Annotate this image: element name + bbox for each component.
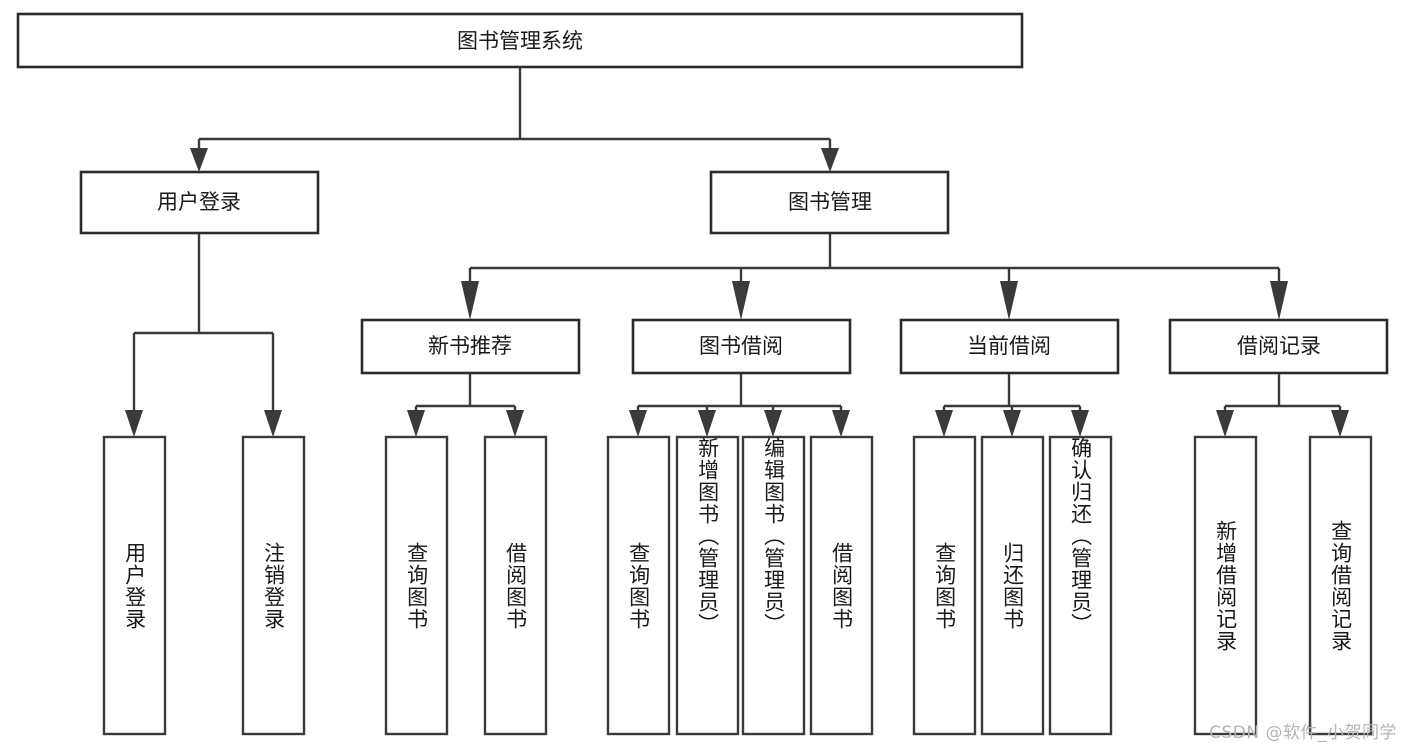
node-leaf-user-login-box[interactable] <box>102 435 167 736</box>
node-leaf-confirm-return-box[interactable] <box>1048 435 1113 736</box>
node-new-book-rec[interactable]: 新书推荐 <box>360 318 581 375</box>
node-root-label: 图书管理系统 <box>457 29 583 53</box>
node-user-login-label: 用户登录 <box>157 190 241 214</box>
node-root-box[interactable] <box>16 12 1024 69</box>
node-book-borrow-label: 图书借阅 <box>699 334 783 358</box>
arrow-head-leaf-edit-book <box>764 410 782 437</box>
arrow-head-leaf-query-book-b <box>629 410 647 437</box>
node-user-login[interactable]: 用户登录 <box>79 170 320 235</box>
arrow-head-leaf-logout <box>264 410 282 437</box>
node-new-book-rec-label: 新书推荐 <box>428 334 512 358</box>
node-current-borrow-label: 当前借阅 <box>967 334 1051 358</box>
node-user-login-box[interactable] <box>79 170 320 235</box>
node-borrow-record-label: 借阅记录 <box>1237 334 1321 358</box>
arrow-head-leaf-borrow-book-b <box>832 410 850 437</box>
arrow-head-new-book-rec <box>461 281 479 320</box>
node-book-manage-label: 图书管理 <box>788 190 872 214</box>
arrow-head-borrow-record <box>1270 281 1288 320</box>
arrow-head-leaf-confirm-return <box>1071 410 1089 437</box>
arrow-head-leaf-add-record <box>1216 410 1234 437</box>
node-leaf-return-book-box[interactable] <box>980 435 1045 736</box>
arrow-head-book-borrow <box>732 281 750 320</box>
node-book-borrow-box[interactable] <box>631 318 852 375</box>
arrow-head-current-borrow <box>1000 281 1018 320</box>
node-current-borrow[interactable]: 当前借阅 <box>899 318 1120 375</box>
arrow-head-book-manage <box>821 148 839 172</box>
arrow-head-leaf-return-book <box>1003 410 1021 437</box>
node-borrow-record-box[interactable] <box>1168 318 1389 375</box>
node-root[interactable]: 图书管理系统 <box>16 12 1024 69</box>
node-leaf-add-book-box[interactable] <box>675 435 740 736</box>
arrow-head-leaf-add-book <box>698 410 716 437</box>
node-leaf-query-record-box[interactable] <box>1308 435 1373 736</box>
arrow-head-user-login <box>190 148 208 172</box>
arrow-head-leaf-query-record <box>1331 410 1349 437</box>
node-book-manage-box[interactable] <box>709 170 950 235</box>
arrow-head-leaf-borrow-book-a <box>506 410 524 437</box>
node-current-borrow-box[interactable] <box>899 318 1120 375</box>
arrow-head-leaf-query-book-a <box>407 410 425 437</box>
node-borrow-record[interactable]: 借阅记录 <box>1168 318 1389 375</box>
node-leaf-borrow-book-a-box[interactable] <box>483 435 548 736</box>
arrow-head-leaf-query-book-c <box>935 410 953 437</box>
node-leaf-query-book-a-box[interactable] <box>384 435 449 736</box>
node-book-manage[interactable]: 图书管理 <box>709 170 950 235</box>
node-new-book-rec-box[interactable] <box>360 318 581 375</box>
node-leaf-borrow-book-b-box[interactable] <box>809 435 874 736</box>
connector-layer <box>125 67 1349 437</box>
node-leaf-edit-book-box[interactable] <box>741 435 806 736</box>
node-leaf-logout-box[interactable] <box>241 435 306 736</box>
node-leaf-query-book-b-box[interactable] <box>606 435 671 736</box>
node-book-borrow[interactable]: 图书借阅 <box>631 318 852 375</box>
node-leaf-query-book-c-box[interactable] <box>912 435 977 736</box>
node-leaf-add-record-box[interactable] <box>1193 435 1258 736</box>
arrow-head-leaf-user-login <box>125 410 143 437</box>
